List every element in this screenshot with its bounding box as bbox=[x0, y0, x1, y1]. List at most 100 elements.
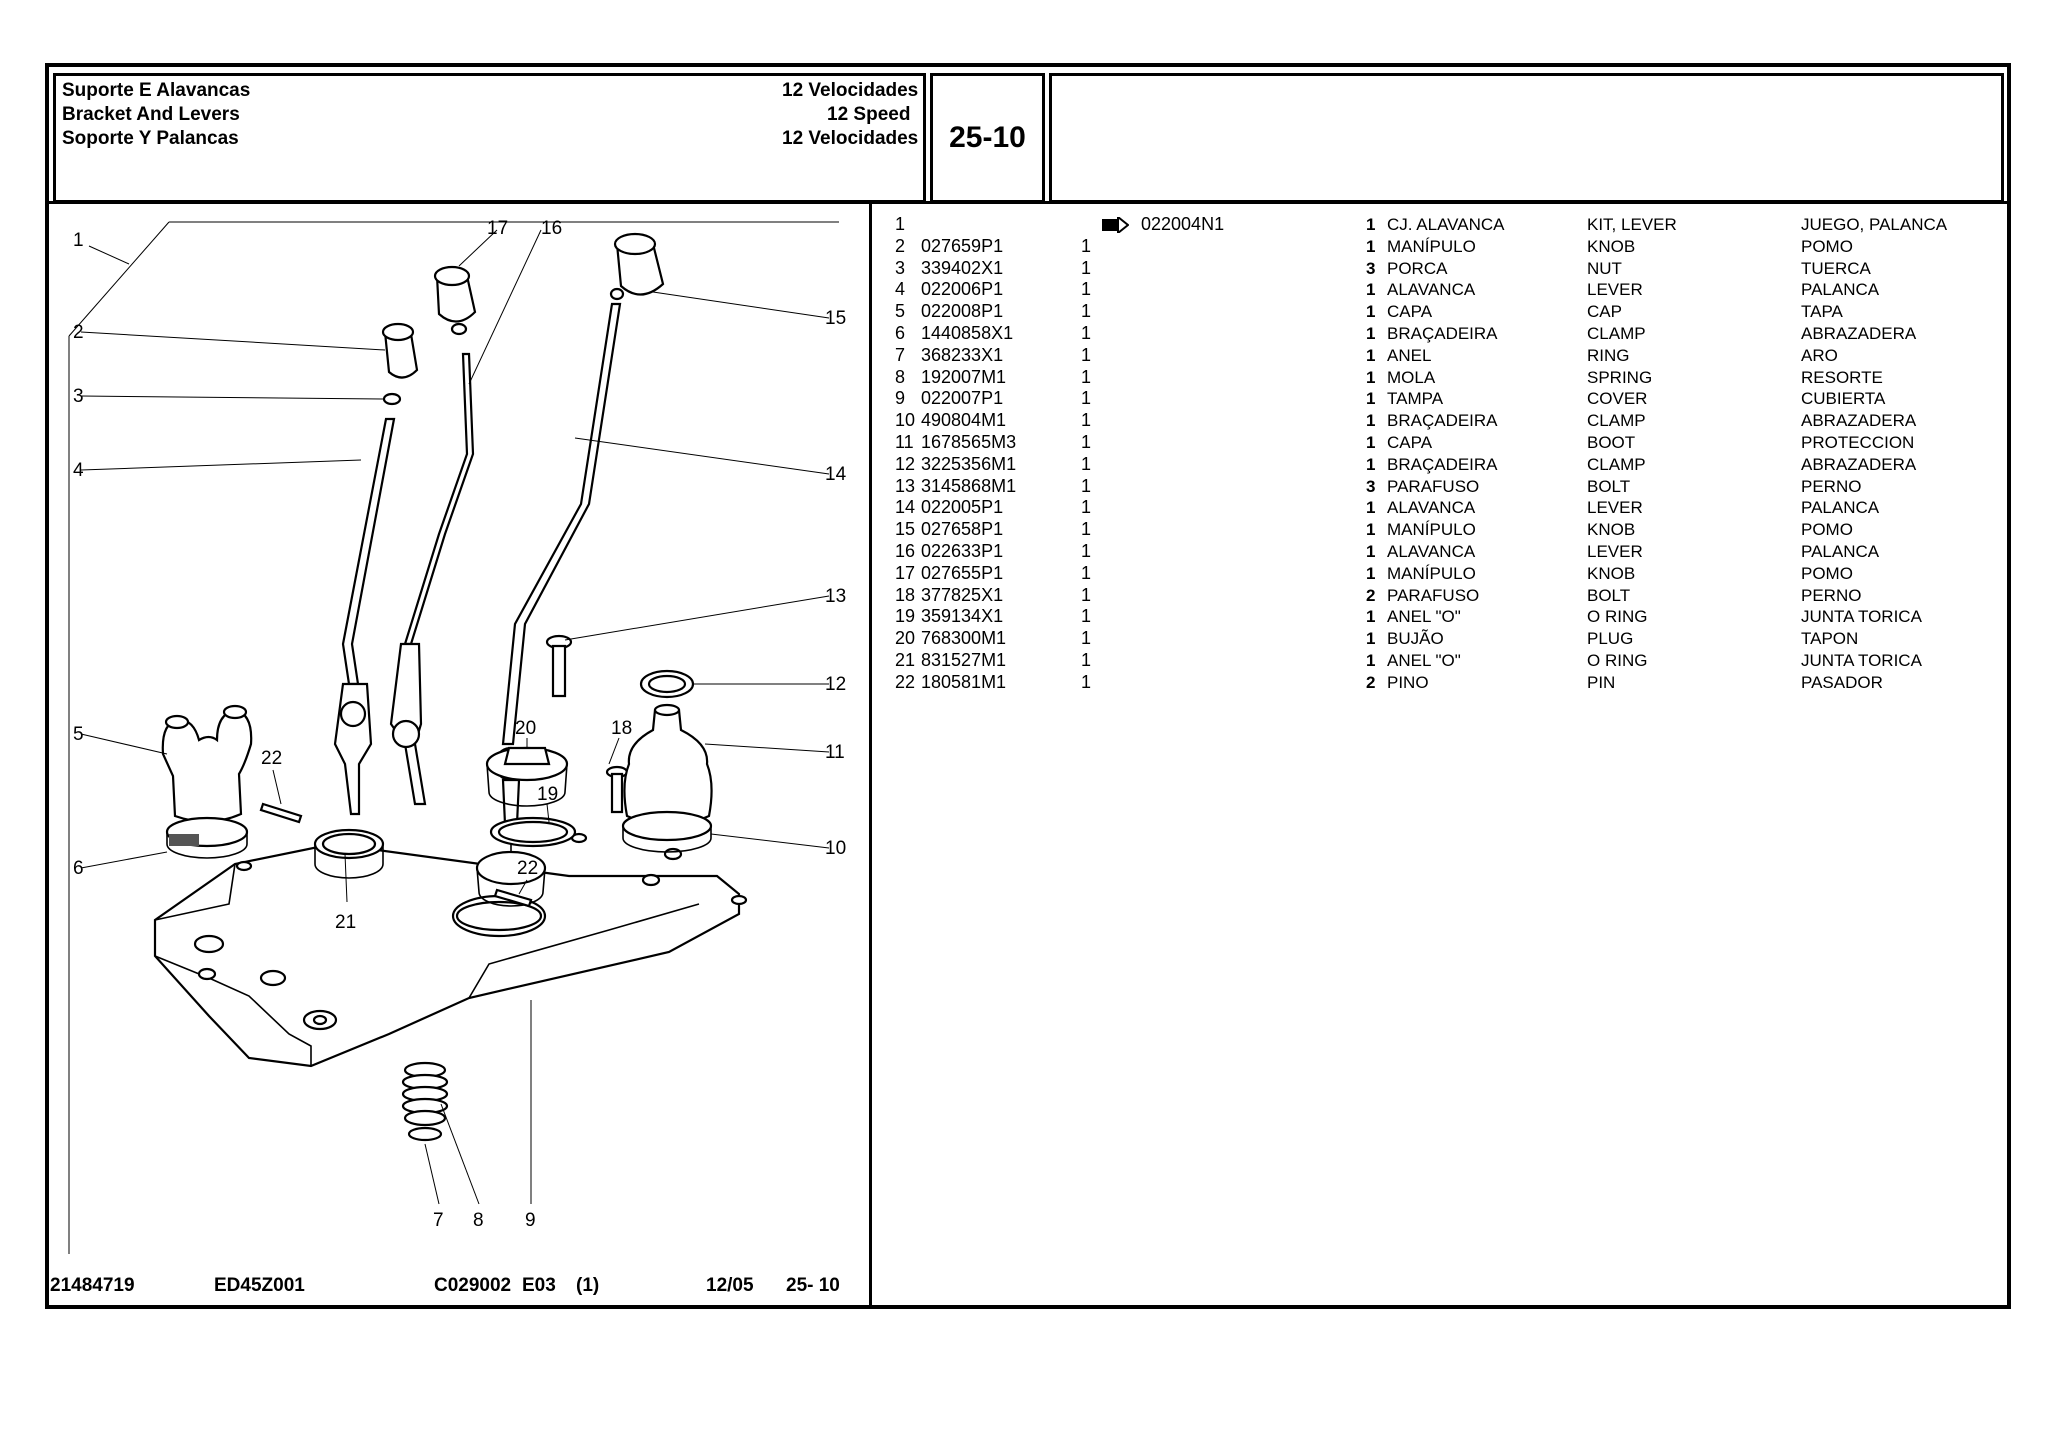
qty-kit: 3 bbox=[1366, 476, 1376, 496]
callout-3: 3 bbox=[73, 386, 84, 407]
ref: 4 bbox=[895, 279, 906, 300]
clamp-12 bbox=[639, 669, 695, 699]
desc-en: O RING bbox=[1587, 607, 1648, 627]
qty: 1 bbox=[1081, 562, 1092, 583]
callout-14: 14 bbox=[825, 464, 847, 485]
desc-es: JUEGO, PALANCA bbox=[1801, 215, 1948, 234]
desc-es: PERNO bbox=[1801, 476, 1862, 496]
desc-es: PERNO bbox=[1801, 585, 1862, 605]
pin-22-left bbox=[259, 802, 303, 824]
part-number: 1678565M3 bbox=[921, 431, 1017, 452]
desc-pt: ALAVANCA bbox=[1387, 498, 1476, 518]
qty-kit: 1 bbox=[1366, 411, 1376, 431]
desc-es: JUNTA TORICA bbox=[1801, 650, 1922, 670]
title-en: Bracket And Levers bbox=[62, 104, 240, 125]
ref: 7 bbox=[895, 344, 906, 365]
bolt-13 bbox=[545, 634, 573, 698]
desc-en: KIT, LEVER bbox=[1587, 215, 1677, 234]
part-number: 490804M1 bbox=[921, 410, 1007, 431]
qty-kit: 1 bbox=[1366, 236, 1376, 256]
qty-kit: 1 bbox=[1366, 215, 1376, 234]
part-number: 1440858X1 bbox=[921, 322, 1014, 343]
desc-en: PLUG bbox=[1587, 629, 1634, 649]
qty: 1 bbox=[1081, 497, 1092, 518]
desc-pt: ANEL bbox=[1387, 345, 1432, 365]
qty-kit: 1 bbox=[1366, 498, 1376, 518]
desc-pt: ALAVANCA bbox=[1387, 541, 1476, 561]
desc-en: BOLT bbox=[1587, 476, 1631, 496]
desc-en: BOLT bbox=[1587, 585, 1631, 605]
bolt-18 bbox=[605, 765, 629, 814]
desc-es: JUNTA TORICA bbox=[1801, 607, 1922, 627]
desc-en: CAP bbox=[1587, 302, 1622, 322]
desc-en: COVER bbox=[1587, 389, 1648, 409]
qty: 1 bbox=[1081, 453, 1092, 474]
desc-en: LEVER bbox=[1587, 280, 1643, 300]
part-number: 359134X1 bbox=[921, 606, 1004, 627]
desc-es: ARO bbox=[1801, 345, 1838, 365]
ref: 5 bbox=[895, 301, 906, 322]
ref: 1 bbox=[895, 214, 906, 234]
qty: 1 bbox=[1081, 606, 1092, 627]
callout-11: 11 bbox=[825, 742, 845, 763]
desc-es: CUBIERTA bbox=[1801, 389, 1886, 409]
desc-en: CLAMP bbox=[1587, 454, 1646, 474]
lever-4-assembly bbox=[333, 322, 419, 816]
part-number: 3145868M1 bbox=[921, 475, 1017, 496]
leader-lines bbox=[80, 229, 830, 1205]
qty-kit: 1 bbox=[1366, 302, 1376, 322]
desc-en: BOOT bbox=[1587, 432, 1636, 452]
callout-labels: 1 2 3 4 5 6 7 8 9 10 11 12 13 14 15 16 1… bbox=[73, 218, 847, 1231]
title-es: Soporte Y Palancas bbox=[62, 128, 239, 149]
desc-en: LEVER bbox=[1587, 498, 1643, 518]
ref: 10 bbox=[895, 410, 916, 431]
ref: 9 bbox=[895, 388, 906, 409]
part-number: 368233X1 bbox=[921, 344, 1004, 365]
callout-7: 7 bbox=[433, 1210, 444, 1231]
desc-es: ABRAZADERA bbox=[1801, 323, 1917, 343]
speed-en: 12 Speed bbox=[827, 104, 911, 125]
desc-pt: ANEL "O" bbox=[1387, 650, 1461, 670]
desc-pt: BRAÇADEIRA bbox=[1387, 411, 1498, 431]
desc-pt: CAPA bbox=[1387, 432, 1433, 452]
desc-en: CLAMP bbox=[1587, 323, 1646, 343]
qty: 1 bbox=[1081, 519, 1092, 540]
cap-5-and-clamp-6 bbox=[161, 704, 253, 859]
desc-pt: MANÍPULO bbox=[1387, 563, 1476, 583]
section-code: 25-10 bbox=[949, 121, 1026, 154]
ref: 3 bbox=[895, 257, 906, 278]
qty-kit: 1 bbox=[1366, 629, 1376, 649]
sheet: (1) bbox=[576, 1275, 600, 1296]
qty: 1 bbox=[1081, 540, 1092, 561]
ref: 8 bbox=[895, 366, 906, 387]
ref: 6 bbox=[895, 322, 906, 343]
callout-20: 20 bbox=[515, 718, 536, 739]
desc-en: CLAMP bbox=[1587, 411, 1646, 431]
ref: 17 bbox=[895, 562, 916, 583]
callout-17: 17 bbox=[487, 218, 508, 239]
diagram-border-diagonal bbox=[68, 221, 170, 337]
qty-kit: 1 bbox=[1366, 323, 1376, 343]
column-divider bbox=[869, 203, 872, 1307]
arrow-right-icon bbox=[1102, 217, 1129, 233]
section-code-box: 25-10 bbox=[930, 73, 1045, 203]
qty-kit: 1 bbox=[1366, 280, 1376, 300]
qty: 1 bbox=[1081, 628, 1092, 649]
ref: 2 bbox=[895, 235, 906, 256]
title-pt: Suporte E Alavancas bbox=[62, 80, 251, 101]
title-block: Suporte E Alavancas 12 Velocidades Brack… bbox=[53, 73, 926, 203]
lever-16-assembly bbox=[389, 265, 477, 806]
ref: 19 bbox=[895, 606, 916, 627]
qty: 1 bbox=[1081, 301, 1092, 322]
callout-6: 6 bbox=[73, 858, 84, 879]
exploded-diagram: 1 2 3 4 5 6 7 8 9 10 11 12 13 14 15 16 1… bbox=[49, 204, 869, 1264]
qty-kit: 3 bbox=[1366, 258, 1376, 278]
qty-kit: 1 bbox=[1366, 541, 1376, 561]
